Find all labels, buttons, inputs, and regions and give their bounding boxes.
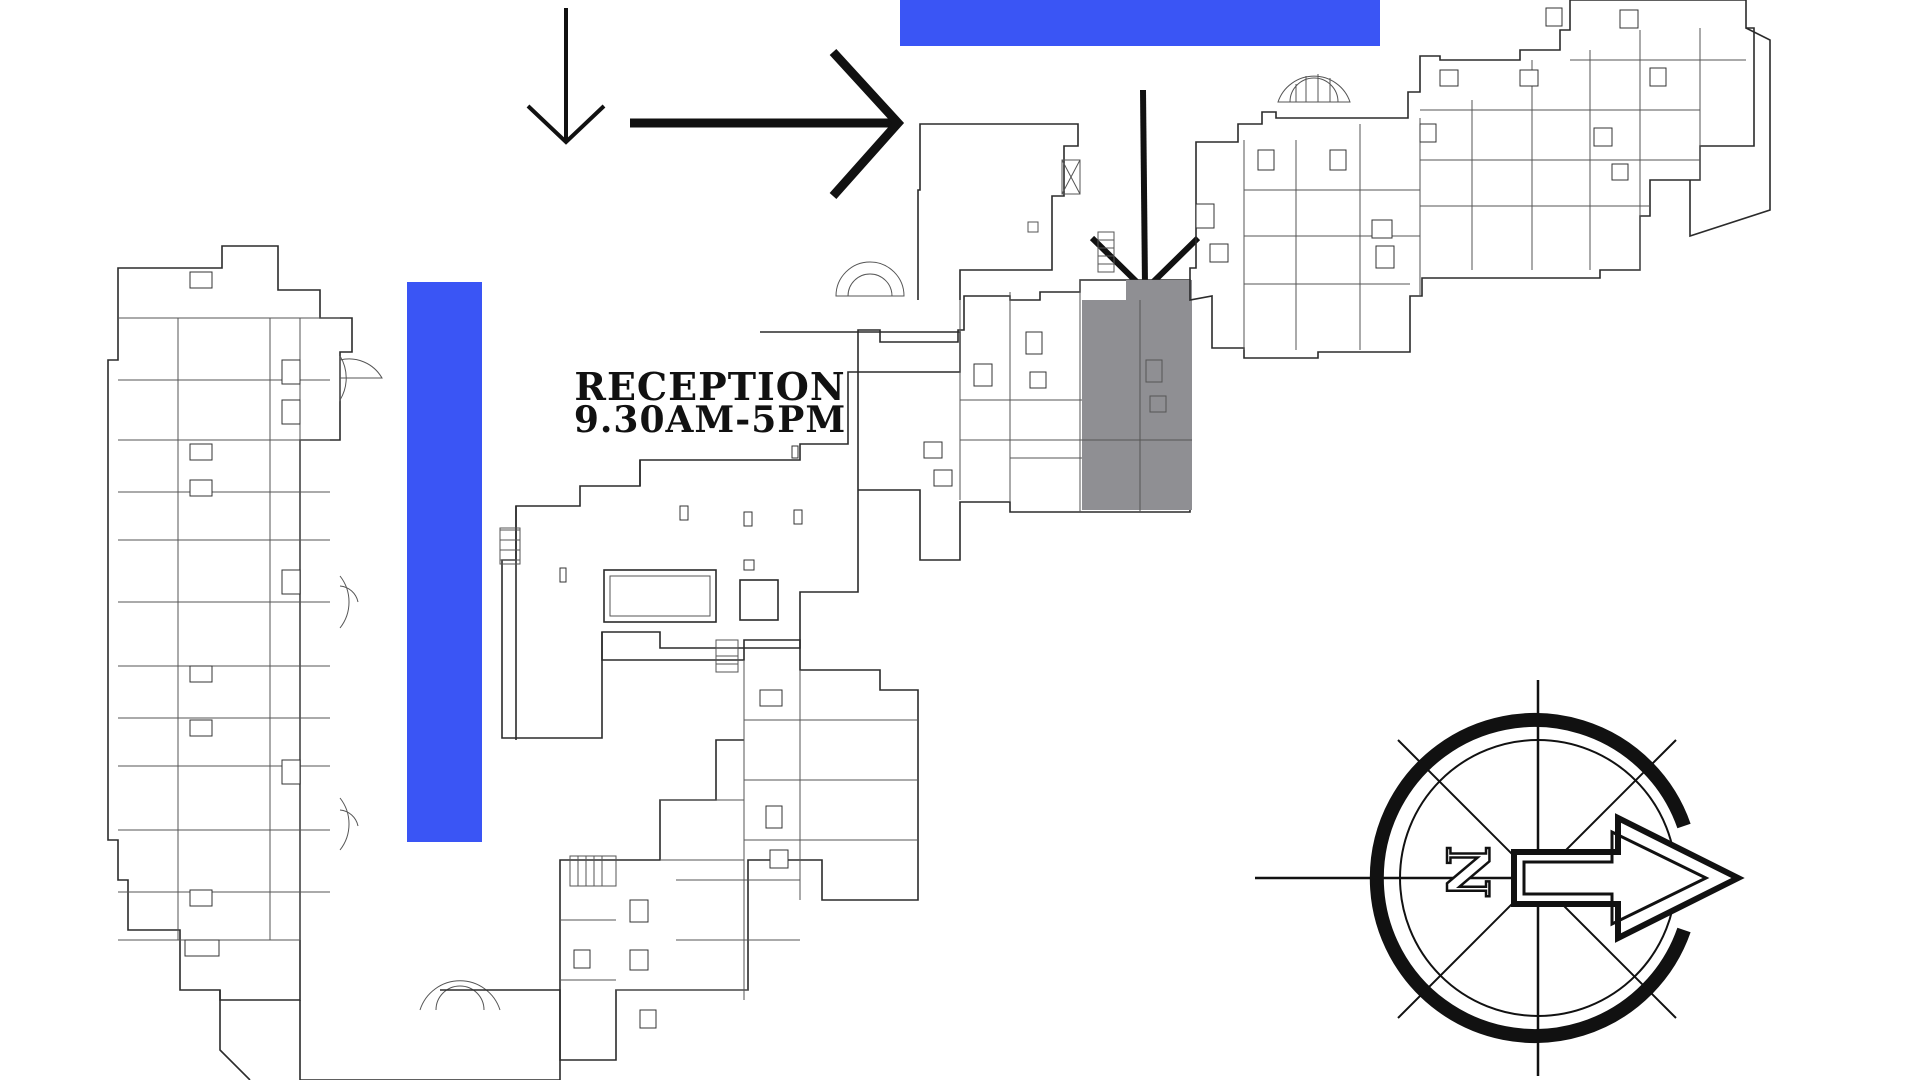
selected-unit: [1082, 280, 1192, 510]
right-arrow-icon: [630, 48, 905, 199]
central-reception-building: [499, 331, 961, 740]
south-wing-units: [559, 632, 919, 1061]
pointer-arrow-icon: [1089, 89, 1201, 295]
highlight-bar-left: [407, 282, 482, 842]
down-arrow-icon: [526, 8, 606, 145]
reception-title: RECEPTION: [574, 364, 846, 409]
highlight-bar-top: [900, 0, 1380, 46]
compass-rose-icon: N: [1255, 680, 1745, 1076]
west-wing-units: [107, 245, 561, 1080]
north-east-wing-units: [1189, 0, 1771, 359]
north-letter: N: [1433, 845, 1501, 898]
reception-hours: 9.30AM-5PM: [573, 399, 847, 441]
north-arrow-icon: [1511, 813, 1745, 943]
